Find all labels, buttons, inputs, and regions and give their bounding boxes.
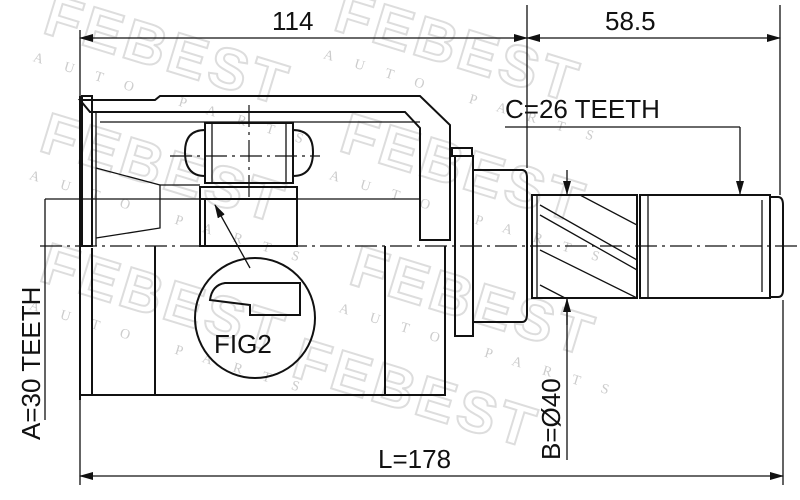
total-length-label: L=178	[378, 444, 451, 474]
dim-58-5: 58.5	[605, 6, 656, 36]
dimensions: 114 58.5 C=26 TEETH A=30 TEETH B=Ø40 L=1…	[16, 5, 784, 485]
dim-114: 114	[272, 6, 313, 36]
diameter-label: B=Ø40	[536, 378, 566, 460]
detail-label: FIG2	[214, 329, 272, 359]
spline-outer-label: C=26 TEETH	[505, 94, 660, 124]
spline-inner-label: A=30 TEETH	[16, 287, 46, 440]
detail-fig2: FIG2	[194, 204, 316, 379]
stub-shaft	[451, 147, 784, 337]
tripod-roller	[45, 105, 420, 247]
svg-text:FEBEST: FEBEST	[286, 326, 547, 462]
